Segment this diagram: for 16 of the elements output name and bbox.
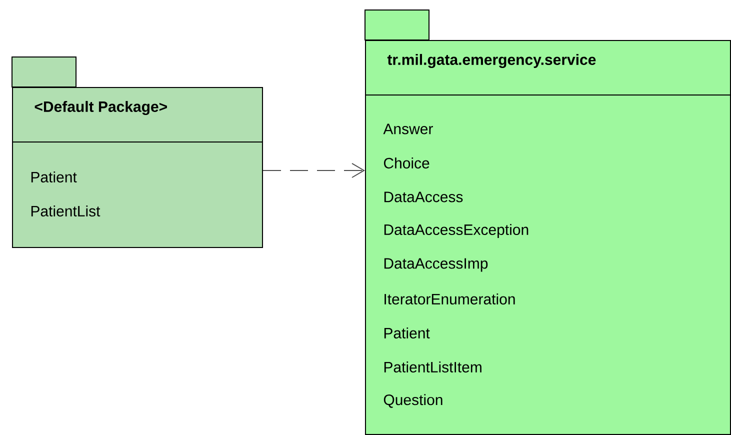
class-name: PatientList: [31, 205, 100, 216]
dependency-arrow: [262, 163, 365, 178]
class-name: Patient: [31, 171, 77, 182]
class-name: Choice: [384, 157, 430, 168]
package-name: tr.mil.gata.emergency.service: [387, 54, 596, 68]
class-name: Patient: [384, 327, 430, 338]
package-box: [364, 10, 731, 435]
class-name: IteratorEnumeration: [384, 293, 515, 304]
package-box: [12, 56, 263, 248]
class-name: DataAccess: [384, 192, 463, 202]
class-name: Answer: [383, 124, 433, 134]
class-name: DataAccessImp: [384, 258, 488, 272]
package-name: <Default Package>: [34, 100, 167, 116]
class-name: DataAccessException: [384, 224, 528, 238]
class-name: PatientListItem: [384, 361, 482, 372]
class-name: Question: [384, 394, 442, 408]
